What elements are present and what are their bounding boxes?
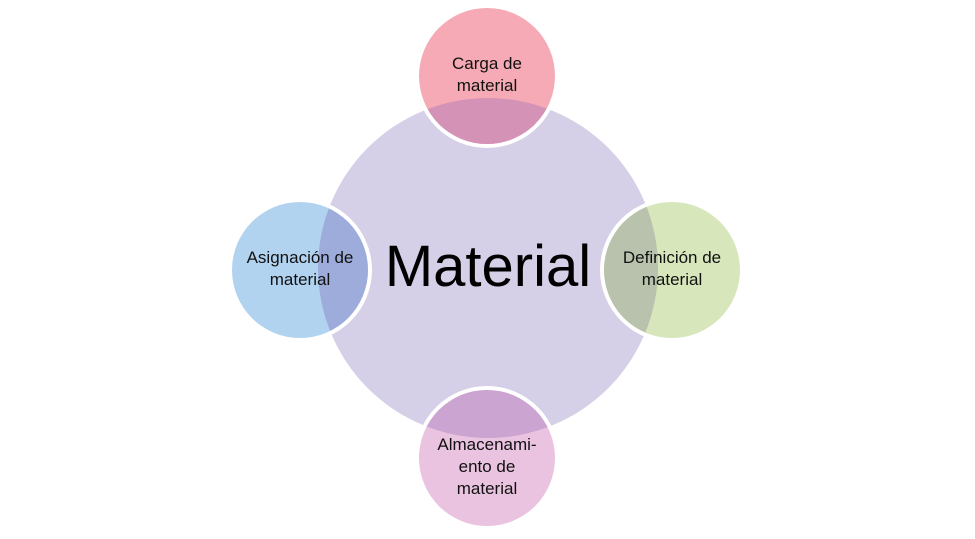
bottom-overlap xyxy=(419,390,555,438)
top-overlap xyxy=(419,98,555,144)
left-overlap xyxy=(318,202,368,338)
overlap-regions xyxy=(318,98,658,438)
center-circle xyxy=(318,98,658,438)
right-overlap xyxy=(604,202,658,338)
